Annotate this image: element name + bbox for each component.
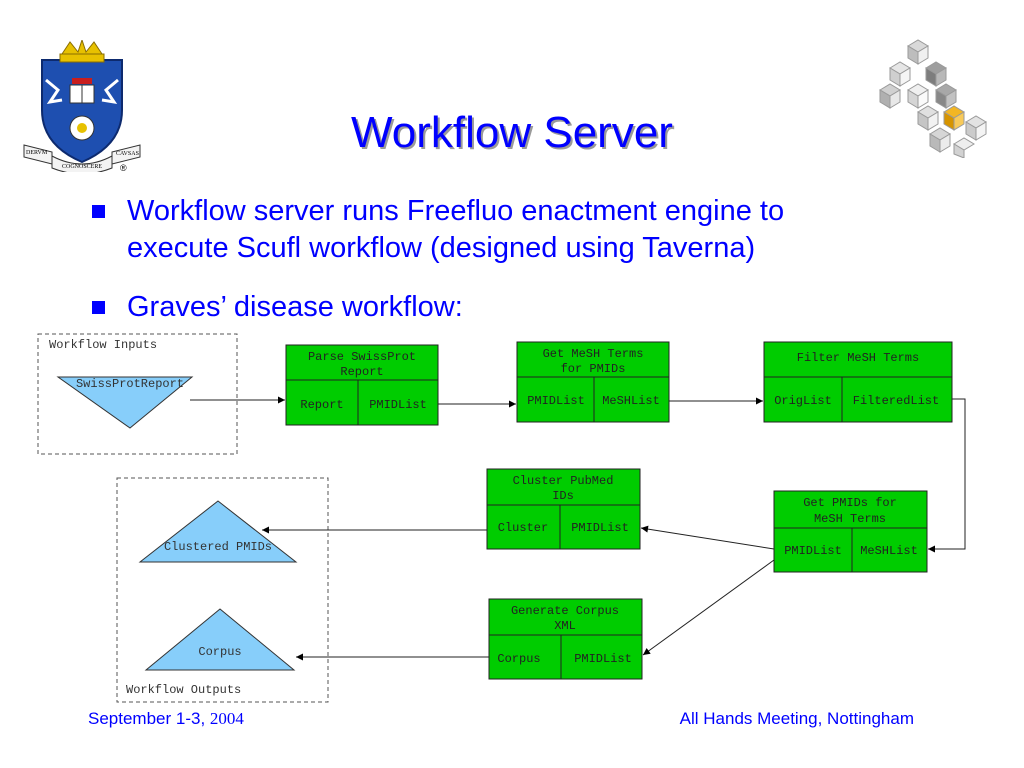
processor-title: Filter MeSH Terms (797, 351, 919, 365)
bullet-item: Graves’ disease workflow: (92, 289, 463, 326)
footer-date-text: September 1-3, (88, 709, 210, 728)
bullet-text: Graves’ disease workflow: (127, 291, 463, 323)
port-label: FilteredList (853, 394, 939, 408)
output-node-clustered-pmids[interactable] (138, 500, 298, 563)
motto-text: CAVSAS (116, 151, 139, 157)
output-clustered-label: Clustered PMIDs (164, 540, 272, 554)
input-node-swissprotreport[interactable] (56, 376, 194, 429)
input-node-label: SwissProtReport (76, 377, 184, 391)
processor-title: Get PMIDs for (803, 496, 897, 510)
port-label: MeSHList (602, 394, 660, 408)
port-label: PMIDList (784, 544, 842, 558)
processor-title: XML (554, 619, 576, 633)
university-crest-logo: DERVM COGNOSCERE CAVSAS ® (23, 40, 141, 172)
processor-generate-corpus-xml[interactable]: Generate Corpus XML Corpus PMIDList (488, 598, 643, 680)
port-label: PMIDList (527, 394, 585, 408)
processor-title: Report (340, 365, 383, 379)
square-bullet-icon (92, 205, 105, 218)
processor-title: Get MeSH Terms (543, 347, 644, 361)
port-label: PMIDList (571, 521, 629, 535)
footer-event: All Hands Meeting, Nottingham (679, 709, 914, 728)
outputs-label: Workflow Outputs (126, 683, 241, 697)
bullet-text: Workflow server runs Freefluo enactment … (127, 195, 785, 227)
processor-parse-swissprot-report[interactable]: Parse SwissProt Report Report PMIDList (285, 344, 439, 426)
link-filter-to-getpmids (928, 398, 966, 553)
port-label: Report (300, 398, 343, 412)
cubes-logo (879, 39, 987, 158)
processor-title: IDs (552, 489, 574, 503)
bullet-item: Workflow server runs Freefluo enactment … (92, 193, 784, 267)
processor-title: Parse SwissProt (308, 350, 416, 364)
port-label: PMIDList (369, 398, 427, 412)
workflow-outputs-group: Workflow Outputs Clustered PMIDs Corpus (116, 477, 329, 703)
processor-title: Generate Corpus (511, 604, 619, 618)
motto-text: DERVM (26, 150, 48, 156)
output-node-corpus[interactable] (144, 608, 296, 671)
port-label: MeSHList (860, 544, 918, 558)
bullet-text: execute Scufl workflow (designed using T… (127, 232, 756, 264)
square-bullet-icon (92, 301, 105, 314)
port-label: Cluster (498, 521, 548, 535)
processor-get-pmids-for-mesh-terms[interactable]: Get PMIDs for MeSH Terms PMIDList MeSHLi… (773, 490, 928, 573)
processor-filter-mesh-terms[interactable]: Filter MeSH Terms OrigList FilteredList (763, 341, 953, 423)
processor-get-mesh-terms[interactable]: Get MeSH Terms for PMIDs PMIDList MeSHLi… (516, 341, 670, 423)
workflow-inputs-group: Workflow Inputs SwissProtReport (37, 333, 238, 455)
motto-text: COGNOSCERE (62, 164, 102, 170)
port-label: PMIDList (574, 652, 632, 666)
data-links (190, 396, 966, 661)
link-getpmids-to-corpus (642, 559, 775, 656)
processor-title: Cluster PubMed (513, 474, 614, 488)
port-label: OrigList (774, 394, 832, 408)
slide-title: Workflow Server (351, 108, 673, 157)
processor-title: for PMIDs (561, 362, 626, 376)
output-corpus-label: Corpus (198, 645, 241, 659)
processor-cluster-pubmed-ids[interactable]: Cluster PubMed IDs Cluster PMIDList (486, 468, 641, 550)
footer-year: 2004 (209, 709, 244, 728)
link-getpmids-to-cluster (640, 525, 775, 550)
inputs-label: Workflow Inputs (49, 338, 157, 352)
processor-title: MeSH Terms (814, 512, 886, 526)
registered-mark: ® (120, 163, 127, 172)
footer-date: September 1-3, 2004 (88, 709, 244, 729)
port-label: Corpus (497, 652, 540, 666)
